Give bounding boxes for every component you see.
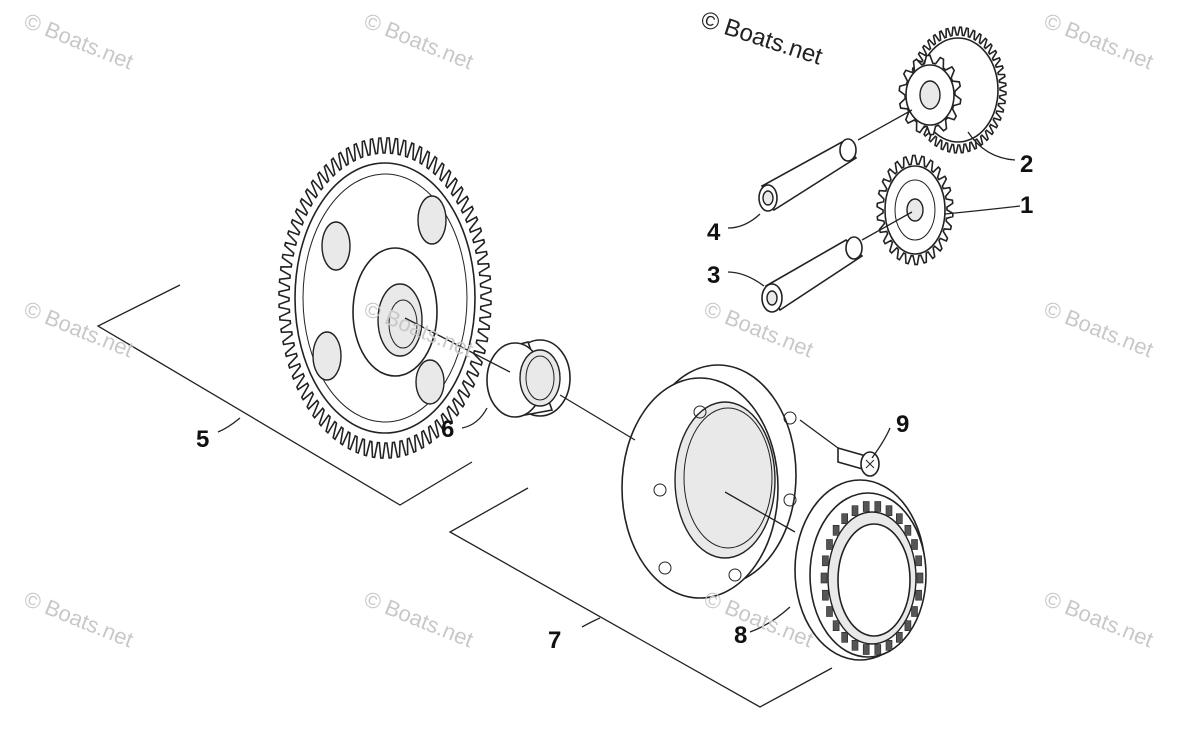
clutch-roller (851, 505, 859, 517)
clutch-roller (820, 572, 828, 584)
clutch-roller (841, 631, 849, 643)
clutch-roller (904, 524, 912, 536)
clutch-roller (832, 620, 840, 632)
clutch-rollers (820, 501, 924, 655)
leader-lines (217, 131, 1021, 633)
callout-3: 3 (707, 262, 720, 289)
callout-4: 4 (707, 219, 721, 246)
one-way-clutch (794, 479, 927, 661)
clutch-roller (916, 572, 924, 584)
clutch-roller (874, 501, 882, 512)
idler-gear-large (898, 26, 1007, 154)
callout-2: 2 (1020, 151, 1033, 178)
clutch-roller (826, 539, 833, 550)
clutch-roller (874, 644, 882, 655)
clutch-roller (862, 644, 870, 655)
clutch-roller (915, 589, 922, 601)
clutch-roller (822, 589, 829, 601)
clutch-roller (904, 620, 912, 632)
clutch-housing (621, 364, 797, 599)
clutch-roller (911, 539, 918, 550)
clutch-roller (911, 606, 918, 617)
large-gear (278, 137, 492, 459)
clutch-roller (851, 639, 859, 651)
shaft-upper (758, 138, 858, 212)
callout-5: 5 (196, 426, 209, 453)
clutch-roller (826, 606, 833, 617)
idler-gear-small (876, 154, 954, 266)
clutch-roller (822, 555, 829, 567)
assembly-brackets (96, 284, 833, 708)
needle-bearing (486, 339, 571, 418)
clutch-roller (841, 513, 849, 525)
clutch-roller (895, 513, 903, 525)
clutch-roller (885, 505, 893, 517)
callout-7: 7 (548, 627, 561, 654)
callout-1: 1 (1020, 192, 1033, 219)
clutch-roller (885, 639, 893, 651)
clutch-roller (832, 524, 840, 536)
clutch-roller (895, 631, 903, 643)
shaft-lower (761, 236, 864, 313)
bolt (837, 446, 880, 477)
callout-8: 8 (734, 622, 747, 649)
callout-6: 6 (441, 416, 454, 443)
callout-9: 9 (896, 411, 909, 438)
alignment-lines (404, 109, 913, 533)
clutch-roller (862, 501, 870, 512)
clutch-roller (915, 555, 922, 567)
